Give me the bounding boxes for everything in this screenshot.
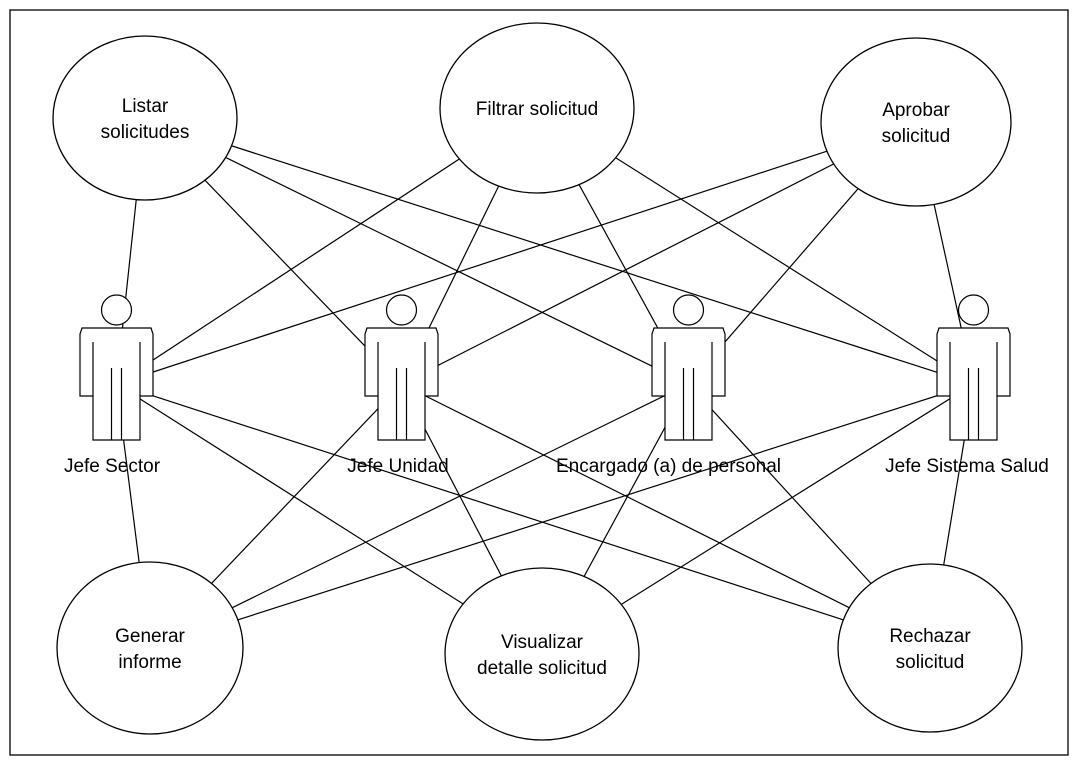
use-case-ellipse bbox=[820, 37, 1012, 207]
association-line-jefe-sistema-listar bbox=[144, 117, 974, 385]
use-case-listar: Listar solicitudes bbox=[52, 35, 238, 201]
association-line-jefe-sector-aprobar bbox=[116, 121, 917, 385]
association-line-jefe-sector-rechazar bbox=[116, 383, 931, 649]
actor-label: Jefe Sector bbox=[64, 456, 161, 477]
use-case-label: Listar bbox=[122, 96, 169, 117]
actor-body-icon bbox=[936, 327, 1011, 441]
use-case-label: Aprobar bbox=[882, 100, 950, 121]
actor-body-icon bbox=[79, 327, 154, 441]
use-case-ellipse bbox=[439, 22, 635, 194]
association-line-jefe-unidad-aprobar bbox=[401, 121, 917, 385]
actor-jefe-sistema: Jefe Sistema Salud bbox=[885, 294, 1049, 477]
use-case-filtrar: Filtrar solicitud bbox=[439, 22, 635, 194]
use-case-label: Visualizar bbox=[501, 632, 584, 653]
use-case-ellipse bbox=[837, 563, 1023, 733]
association-line-jefe-unidad-rechazar bbox=[401, 383, 931, 649]
use-case-label: Rechazar bbox=[889, 626, 971, 647]
actor-encargado: Encargado (a) de personal bbox=[556, 294, 781, 477]
use-case-ellipse bbox=[52, 35, 238, 201]
use-case-label: solicitudes bbox=[101, 122, 190, 143]
use-case-label: detalle solicitud bbox=[477, 658, 607, 679]
association-line-encargado-generar bbox=[149, 383, 689, 649]
association-line-encargado-listar bbox=[144, 117, 689, 385]
actor-label: Encargado (a) de personal bbox=[556, 456, 781, 477]
actor-label: Jefe Unidad bbox=[347, 456, 448, 477]
actor-head-icon bbox=[385, 294, 418, 326]
use-case-visualizar: Visualizar detalle solicitud bbox=[444, 567, 640, 741]
actor-jefe-unidad: Jefe Unidad bbox=[347, 294, 449, 477]
use-case-aprobar: Aprobar solicitud bbox=[820, 37, 1012, 207]
use-case-rechazar: Rechazar solicitud bbox=[837, 563, 1023, 733]
use-case-ellipse bbox=[56, 561, 244, 735]
association-line-jefe-sistema-generar bbox=[149, 383, 974, 649]
use-case-label: solicitud bbox=[896, 652, 965, 673]
actor-body-icon bbox=[651, 327, 726, 441]
actors: Jefe Sector Jefe Unidad Encargado (a) de p… bbox=[64, 294, 1049, 477]
actor-label: Jefe Sistema Salud bbox=[885, 456, 1049, 477]
use-case-label: Filtrar solicitud bbox=[476, 99, 598, 120]
use-case-label: Generar bbox=[115, 626, 185, 647]
use-case-ellipse bbox=[444, 567, 640, 741]
use-case-label: solicitud bbox=[882, 126, 951, 147]
actor-head-icon bbox=[957, 294, 990, 326]
actor-jefe-sector: Jefe Sector bbox=[64, 294, 161, 477]
actor-head-icon bbox=[672, 294, 705, 326]
actor-head-icon bbox=[100, 294, 133, 326]
use-cases: Listar solicitudes Filtrar solicitud Aproba… bbox=[52, 22, 1023, 741]
use-case-label: informe bbox=[118, 652, 181, 673]
use-case-generar: Generar informe bbox=[56, 561, 244, 735]
actor-body-icon bbox=[364, 327, 439, 441]
